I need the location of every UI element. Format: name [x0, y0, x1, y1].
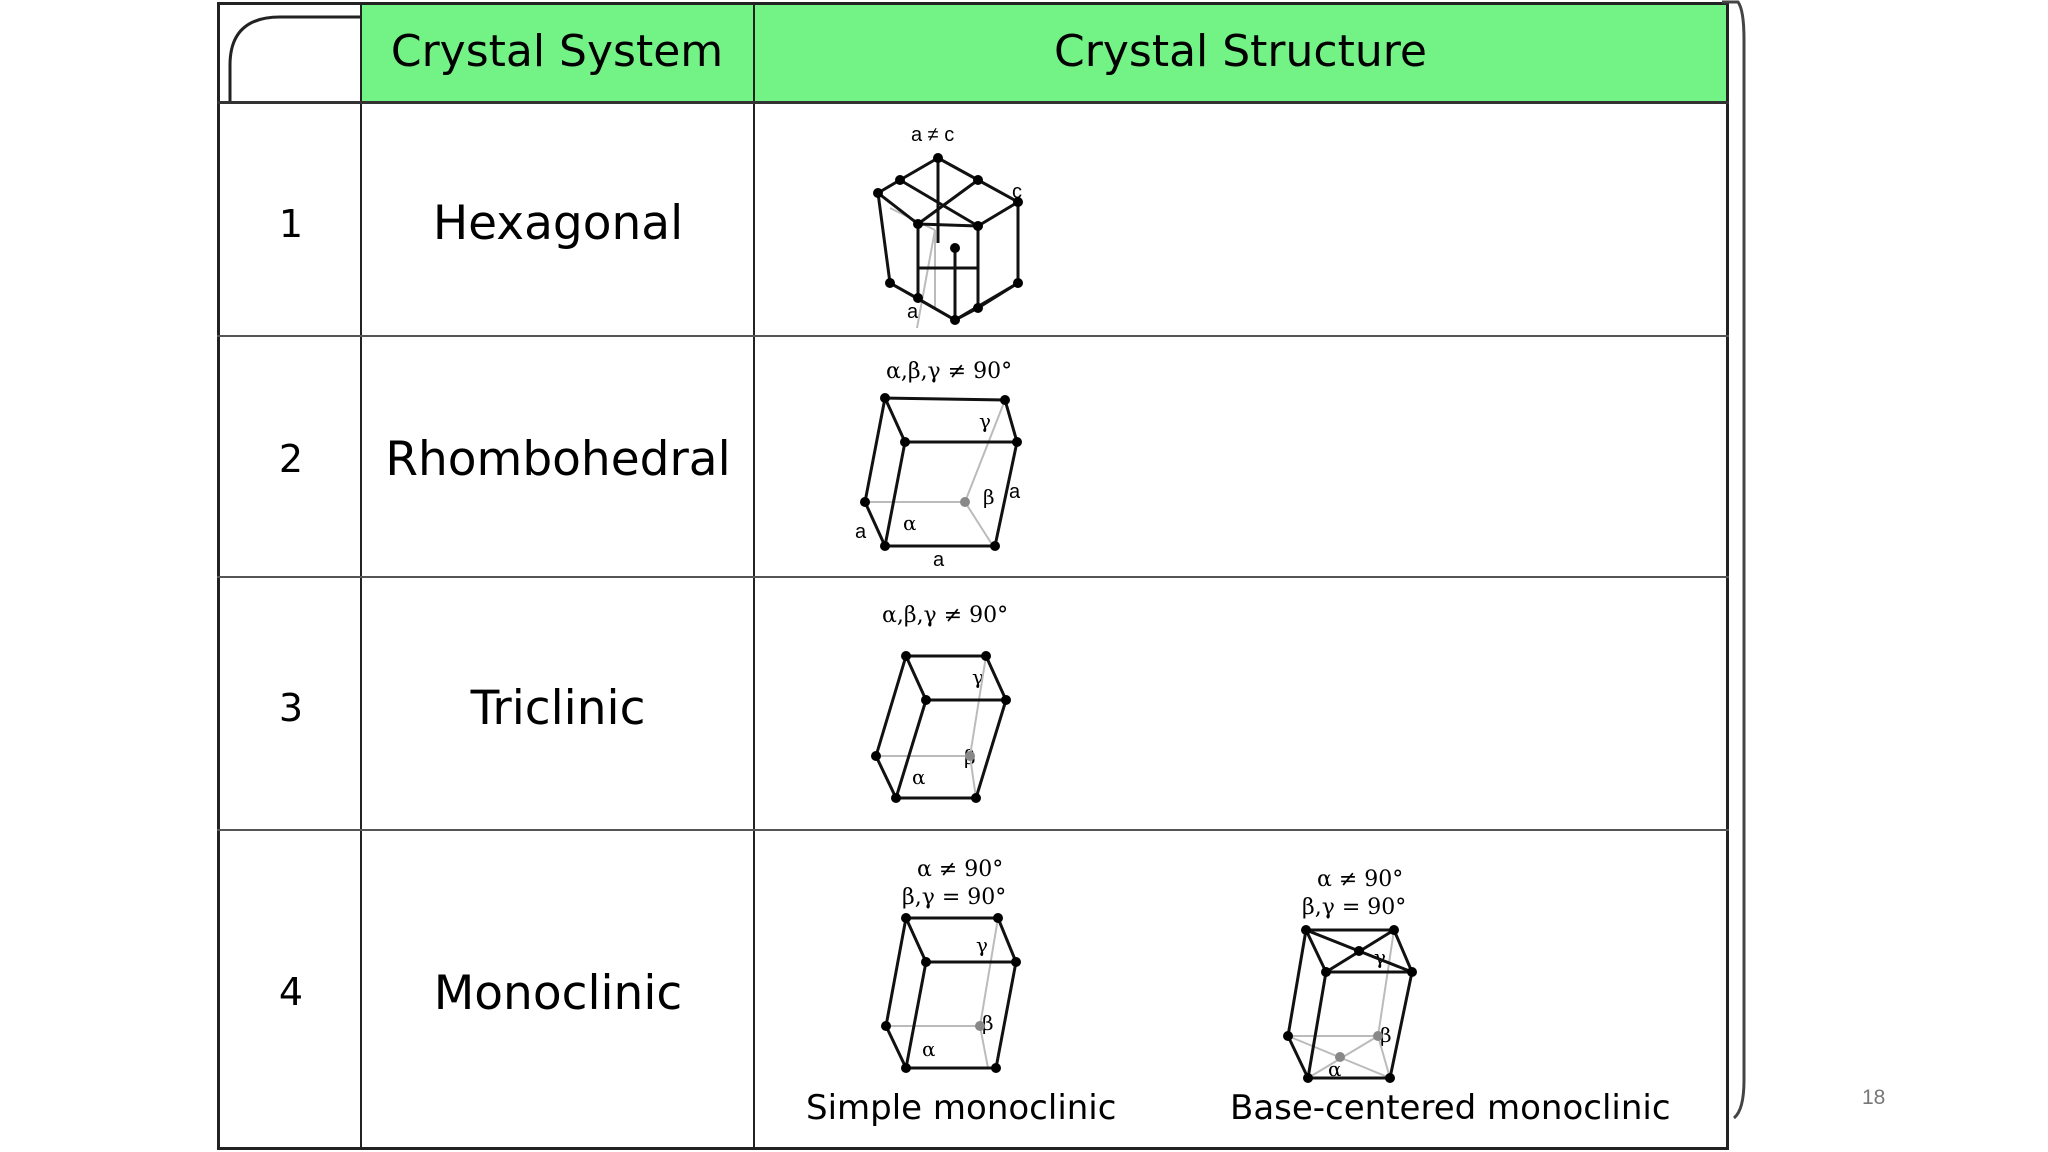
system-name-rhombohedral: Rhombohedral [385, 432, 731, 487]
lattice-label: α [912, 765, 926, 789]
lattice-label: a ≠ c [911, 124, 954, 146]
system-name-triclinic: Triclinic [470, 681, 646, 736]
row-divider [217, 576, 1729, 578]
lattice-label: α ≠ 90° [1317, 867, 1403, 892]
lattice-label: c [1012, 181, 1022, 203]
hexagonal-lattice-diagram: a ≠ c c a [873, 124, 1023, 328]
lattice-label: γ [976, 933, 988, 957]
lattice-label: a [855, 521, 867, 543]
lattice-label: α [922, 1037, 936, 1061]
lattice-label: γ [979, 409, 991, 433]
system-name-monoclinic: Monoclinic [433, 966, 683, 1021]
lattice-label: a [933, 549, 945, 571]
lattice-label: β,γ = 90° [902, 885, 1006, 910]
lattice-label: β,γ = 90° [1302, 895, 1406, 920]
lattice-label: α,β,γ ≠ 90° [882, 603, 1008, 628]
row-number: 1 [278, 202, 304, 246]
row-divider [217, 335, 1729, 337]
slide-number: 18 [1862, 1086, 1886, 1109]
lattice-label: α,β,γ ≠ 90° [886, 359, 1012, 384]
row-divider [217, 829, 1729, 831]
right-bracket-decoration [1722, 0, 1746, 1120]
triclinic-lattice-diagram: α,β,γ ≠ 90° γ β α [871, 603, 1011, 803]
base-centered-monoclinic-lattice-diagram: α ≠ 90° β,γ = 90° γ β α [1283, 867, 1417, 1083]
table-header-row [362, 4, 1726, 102]
lattice-label: β [983, 485, 995, 509]
lattice-label: β [982, 1011, 994, 1035]
lattice-label: a [907, 301, 919, 323]
lattice-label: β [1380, 1023, 1392, 1047]
row-number: 3 [278, 686, 304, 730]
corner-cell-curve [228, 15, 362, 101]
header-crystal-structure: Crystal Structure [1054, 26, 1427, 77]
row-number: 2 [278, 437, 304, 481]
lattice-label: γ [972, 665, 984, 689]
row-divider [217, 101, 1729, 104]
lattice-label: γ [1374, 945, 1386, 969]
row-number: 4 [278, 970, 304, 1014]
header-crystal-system: Crystal System [390, 26, 724, 77]
caption-base-centered-monoclinic: Base-centered monoclinic [1230, 1088, 1671, 1128]
rhombohedral-lattice-diagram: α,β,γ ≠ 90° γ β α a a a [855, 359, 1022, 571]
lattice-label: α ≠ 90° [917, 857, 1003, 882]
lattice-label: a [1009, 481, 1021, 503]
caption-simple-monoclinic: Simple monoclinic [806, 1088, 1117, 1128]
simple-monoclinic-lattice-diagram: α ≠ 90° β,γ = 90° γ β α [881, 857, 1021, 1073]
lattice-label: α [903, 511, 917, 535]
system-name-hexagonal: Hexagonal [432, 196, 684, 251]
